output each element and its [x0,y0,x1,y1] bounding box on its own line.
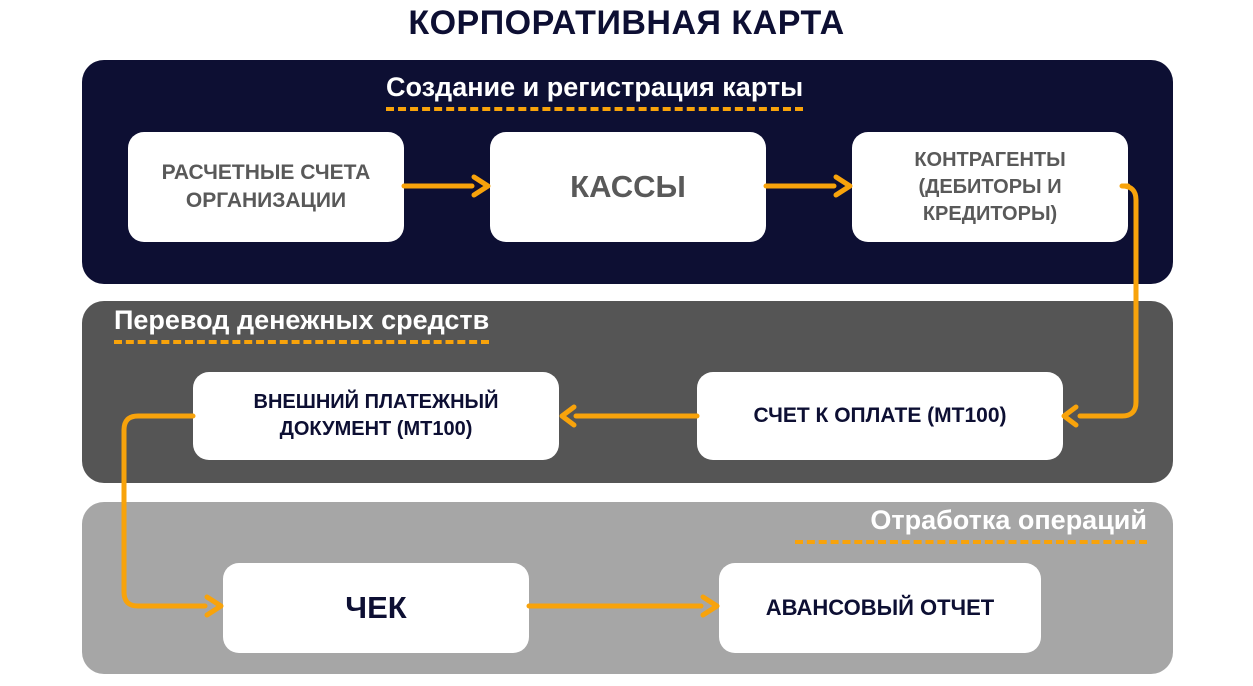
arrowhead-3 [1061,404,1079,428]
arrowhead-5 [204,594,224,618]
arrowhead-4 [559,404,577,428]
arrowhead-6 [700,594,720,618]
section-title-transfer: Перевод денежных средств [114,305,490,344]
node-invoice: СЧЕТ К ОПЛАТЕ (МТ100) [697,372,1063,460]
node-counterparties: КОНТРАГЕНТЫ (ДЕБИТОРЫ И КРЕДИТОРЫ) [852,132,1128,242]
node-accounts: РАСЧЕТНЫЕ СЧЕТА ОРГАНИЗАЦИИ [128,132,404,242]
section-title-registration: Создание и регистрация карты [386,72,804,111]
section-title-processing: Отработка операций [795,505,1147,544]
arrowhead-1 [471,174,491,198]
arrow-counterparties-to-invoice [1077,183,1139,419]
arrowhead-2 [833,174,853,198]
node-cash: КАССЫ [490,132,766,242]
arrow-external-payment-to-receipt [121,413,208,609]
node-advance-report: АВАНСОВЫЙ ОТЧЕТ [719,563,1041,653]
node-external-payment: ВНЕШНИЙ ПЛАТЕЖНЫЙ ДОКУМЕНТ (МТ100) [193,372,559,460]
diagram-title: КОРПОРАТИВНАЯ КАРТА [408,4,845,42]
node-receipt: ЧЕК [223,563,529,653]
